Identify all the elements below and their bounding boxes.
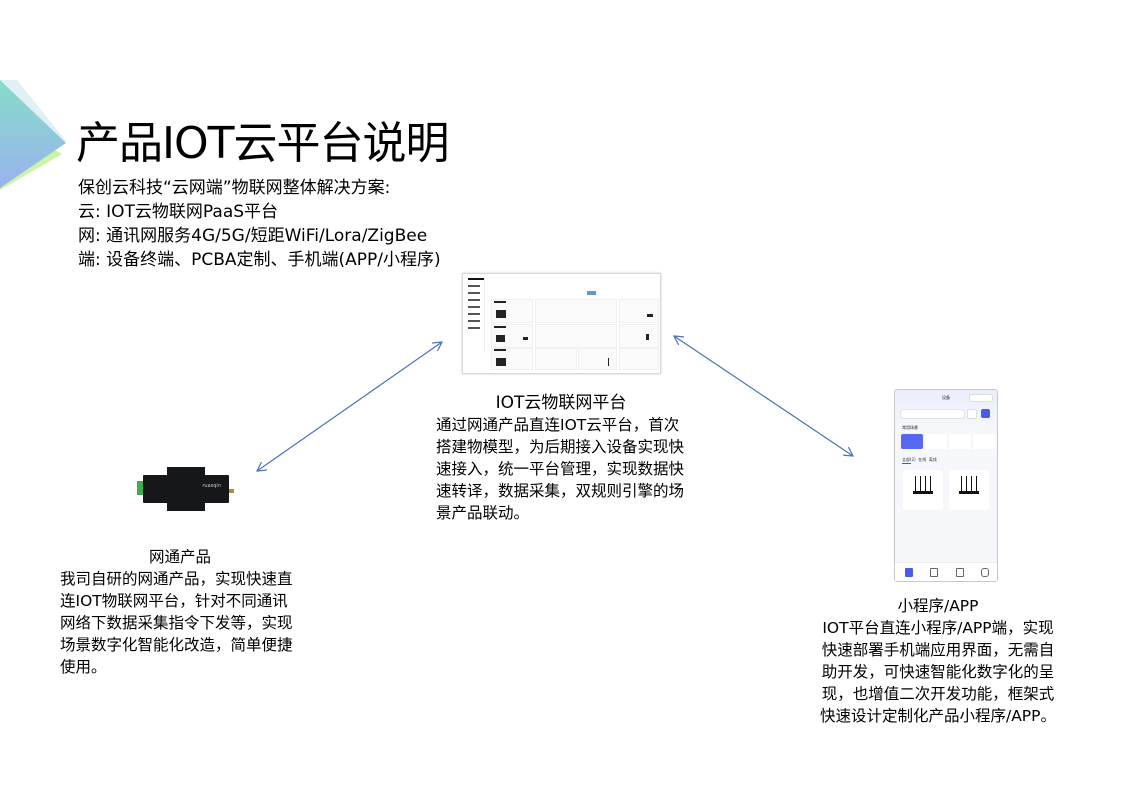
antenna-connector	[229, 489, 234, 493]
nav-device-icon	[905, 568, 913, 577]
active-tab-indicator	[902, 463, 911, 464]
add-device-icon	[981, 409, 990, 418]
scene-chip	[949, 434, 971, 449]
solution-subtitle: 保创云科技“云网端”物联网整体解决方案:	[78, 178, 391, 198]
intro-line-network: 网: 通讯网服务4G/5G/短距WiFi/Lora/ZigBee	[78, 226, 428, 246]
scan-icon	[967, 409, 977, 419]
dashboard-card	[491, 324, 533, 348]
device-section: 网通产品 我司自研的网通产品，实现快速直连IOT物联网平台，针对不同通讯网络下数…	[60, 546, 300, 678]
common-scenes-label: 常用场景	[902, 425, 918, 430]
decorative-triangles	[0, 80, 67, 190]
network-device-image: ruasqin	[135, 465, 235, 515]
app-section: 小程序/APP IOT平台直连小程序/APP端，实现快速部署手机端应用界面，无需…	[818, 595, 1058, 727]
app-description: IOT平台直连小程序/APP端，实现快速部署手机端应用界面，无需自助开发，可快速…	[819, 619, 1057, 725]
dashboard-sidebar	[464, 275, 485, 353]
dashboard-card	[578, 348, 617, 370]
terminal-connector	[137, 481, 144, 495]
platform-section: IOT云物联网平台 通过网通产品直连IOT云平台，首次搭建物模型，为后期接入设备…	[436, 392, 686, 524]
dashboard-card	[535, 348, 577, 370]
mini-program-app-image: 设备 常用场景 全部(2) 在线 离线	[894, 389, 998, 582]
dashboard-card	[619, 324, 659, 348]
mounting-bracket	[167, 467, 205, 475]
dashboard-button	[587, 291, 596, 295]
app-search-box	[900, 409, 965, 419]
app-header: 设备	[942, 395, 950, 400]
dashboard-card	[619, 299, 659, 323]
device-description: 我司自研的网通产品，实现快速直连IOT物联网平台，针对不同通讯网络下数据采集指令…	[60, 570, 293, 676]
app-title: 小程序/APP	[897, 597, 979, 615]
intro-line-terminal: 端: 设备终端、PCBA定制、手机端(APP/小程序)	[78, 250, 441, 270]
dashboard-card	[491, 299, 533, 323]
arrow-platform-device	[257, 342, 442, 471]
device-title: 网通产品	[148, 548, 211, 566]
platform-description: 通过网通产品直连IOT云平台，首次搭建物模型，为后期接入设备实现快速接入，统一平…	[436, 416, 685, 522]
nav-user-icon	[981, 568, 989, 577]
platform-title: IOT云物联网平台	[495, 393, 627, 413]
app-bottom-nav	[895, 562, 997, 581]
device-filter-tabs: 全部(2) 在线 离线	[902, 457, 937, 462]
capsule-menu-icon	[969, 394, 993, 402]
device-card	[903, 470, 943, 510]
solution-intro: 保创云科技“云网端”物联网整体解决方案: 云: IOT云物联网PaaS平台 网:…	[78, 176, 441, 272]
dashboard-card	[535, 299, 617, 323]
arrow-platform-app	[674, 336, 853, 456]
scene-chip	[901, 434, 923, 449]
router-icon	[959, 476, 979, 494]
dashboard-card	[619, 348, 659, 370]
page-title: 产品IOT云平台说明	[76, 118, 449, 169]
intro-line-cloud: 云: IOT云物联网PaaS平台	[78, 202, 279, 222]
device-card	[949, 470, 989, 510]
scene-chip	[925, 434, 947, 449]
device-body: ruasqin	[143, 475, 229, 503]
nav-cube-icon	[956, 568, 964, 577]
scene-chip	[973, 434, 995, 449]
router-icon	[913, 476, 933, 494]
dashboard-card	[535, 324, 617, 348]
nav-scene-icon	[930, 568, 938, 577]
mounting-bracket	[167, 503, 205, 511]
platform-dashboard-image	[462, 273, 661, 374]
